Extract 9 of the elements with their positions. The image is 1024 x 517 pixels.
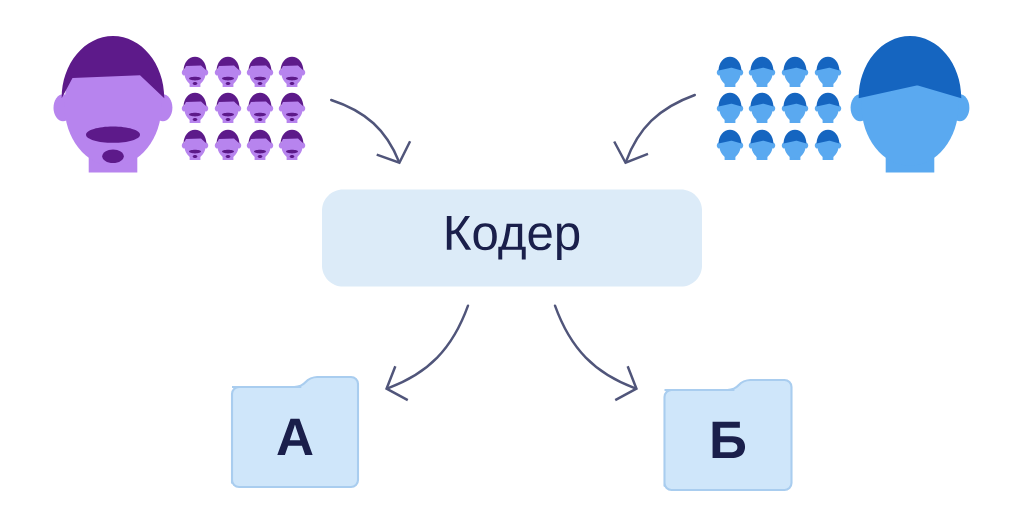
people-drawing: [716, 36, 970, 173]
arrow: [613, 93, 697, 165]
people-drawing: [53, 36, 306, 173]
arrow: [385, 304, 470, 402]
folder: А: [230, 375, 360, 489]
arrow: [329, 98, 412, 165]
arrow: [553, 304, 638, 402]
folder: Б: [663, 378, 793, 492]
process-box: Кодер: [322, 189, 702, 287]
